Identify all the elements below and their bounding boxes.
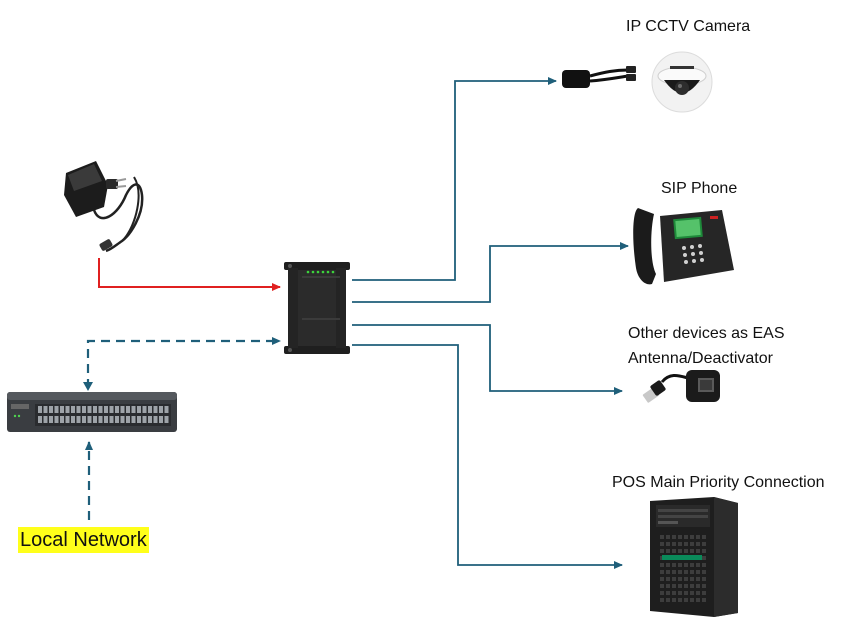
usb-ethernet-adapter-image bbox=[642, 370, 720, 403]
eas-line bbox=[352, 324, 623, 395]
poe-injector-image bbox=[284, 262, 350, 354]
camera-line bbox=[352, 77, 557, 281]
local-network-label: Local Network bbox=[18, 527, 149, 553]
ip-camera-image bbox=[562, 51, 713, 113]
pos-server-image bbox=[650, 497, 738, 617]
pos-connection-label: POS Main Priority Connection bbox=[612, 474, 825, 491]
network-switch-image bbox=[7, 392, 177, 432]
pos-line bbox=[352, 344, 623, 569]
power-line bbox=[98, 258, 281, 291]
camera-label: IP CCTV Camera bbox=[626, 18, 751, 35]
uplink-arrowhead bbox=[83, 382, 93, 391]
phone-line bbox=[352, 242, 629, 303]
sip-phone-image bbox=[633, 208, 734, 285]
power-adapter-image bbox=[64, 161, 144, 253]
sip-phone-label: SIP Phone bbox=[661, 180, 738, 197]
uplink-dashed-line bbox=[86, 337, 281, 388]
other-devices-label-line1: Other devices as EAS bbox=[628, 325, 785, 342]
other-devices-label-line2: Antenna/Deactivator bbox=[628, 350, 773, 367]
